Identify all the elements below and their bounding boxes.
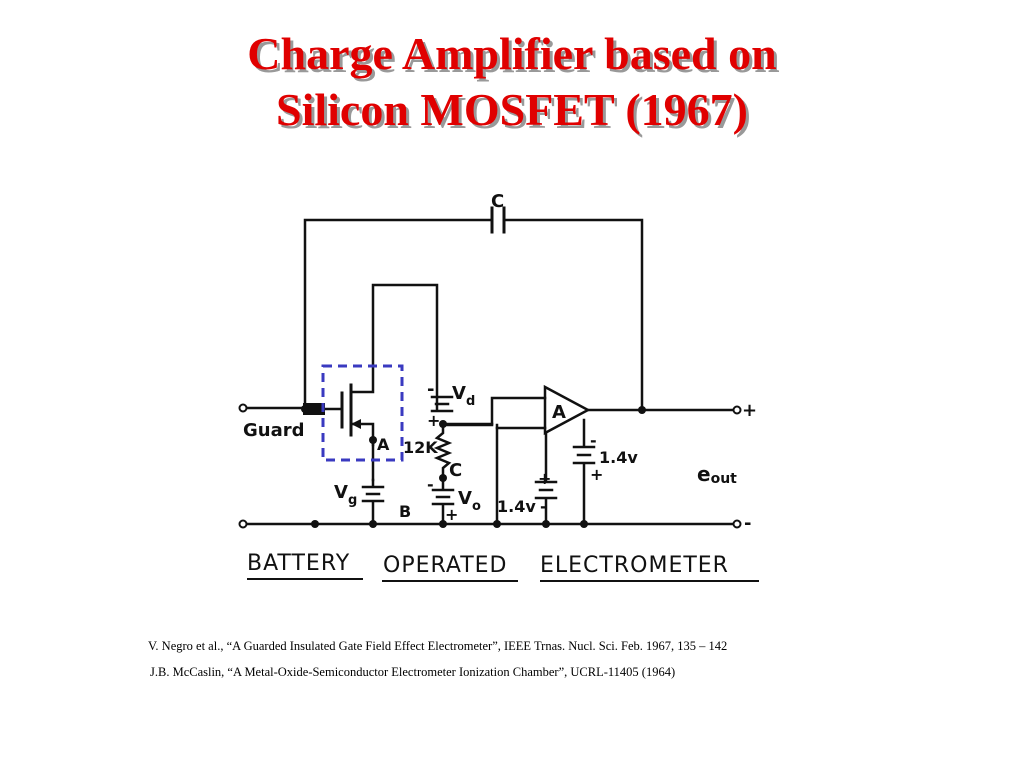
terminal-out-plus bbox=[732, 405, 742, 415]
feedback-wire-right bbox=[502, 218, 644, 412]
label-batt-mid-value: 1.4v bbox=[497, 497, 536, 516]
junction-dot bbox=[493, 520, 501, 528]
gate-block bbox=[303, 403, 325, 415]
junction-dot bbox=[439, 420, 447, 428]
title-line-2: Silicon MOSFET (1967) bbox=[276, 84, 748, 135]
label-node-b: B bbox=[399, 502, 411, 521]
caption-operated: OPERATED bbox=[383, 553, 508, 578]
label-batt-mid-plus: + bbox=[538, 469, 551, 488]
junction-dot bbox=[542, 520, 550, 528]
caption-battery: BATTERY bbox=[247, 551, 350, 576]
terminal-input-ground bbox=[238, 519, 248, 529]
label-node-c: C bbox=[449, 460, 462, 481]
label-batt-right-minus: - bbox=[590, 431, 597, 450]
caption-electrometer: ELECTROMETER bbox=[540, 553, 729, 578]
guard-box bbox=[321, 364, 404, 462]
terminal-out-minus bbox=[732, 519, 742, 529]
junction-dot bbox=[439, 520, 447, 528]
label-batt-right-value: 1.4v bbox=[599, 448, 638, 467]
label-resistor: 12K bbox=[403, 438, 438, 457]
junction-dot bbox=[638, 406, 646, 414]
label-vo-minus: - bbox=[427, 475, 434, 494]
feedback-wire-left bbox=[303, 218, 494, 412]
label-amp: A bbox=[552, 402, 566, 423]
label-out-minus: - bbox=[744, 513, 751, 534]
vd-battery-plates bbox=[430, 395, 454, 413]
vg-battery bbox=[361, 478, 385, 527]
resistor-zigzag bbox=[433, 423, 453, 480]
label-guard: Guard bbox=[243, 420, 305, 441]
label-eout: eout bbox=[697, 462, 737, 487]
slide-title: Charge Amplifier based on Silicon MOSFET… bbox=[0, 26, 1024, 138]
mosfet-drain bbox=[349, 283, 439, 412]
label-out-plus: + bbox=[742, 400, 757, 421]
label-vo: Vo bbox=[458, 488, 481, 514]
junction-dot bbox=[311, 520, 319, 528]
junction-dot bbox=[369, 436, 377, 444]
opamp-in-bottom bbox=[495, 423, 547, 430]
opamp-triangle bbox=[543, 384, 591, 436]
label-node-a: A bbox=[377, 435, 390, 454]
label-batt-mid-minus: - bbox=[540, 497, 547, 516]
label-vd: Vd bbox=[452, 383, 475, 409]
batt-mid bbox=[534, 431, 558, 527]
reference-2: J.B. McCaslin, “A Metal-Oxide-Semiconduc… bbox=[150, 665, 676, 679]
label-batt-right-plus: + bbox=[590, 465, 603, 484]
opamp-in-top bbox=[441, 396, 547, 427]
circuit-diagram: C Guard A - + Vd 12K C - Vo + Vg B A - 1… bbox=[238, 191, 759, 582]
terminal-input bbox=[238, 403, 248, 413]
junction-dot bbox=[580, 520, 588, 528]
label-vo-plus: + bbox=[445, 505, 458, 524]
vo-battery bbox=[431, 476, 455, 527]
label-capacitor: C bbox=[491, 191, 504, 212]
junction-dot bbox=[301, 405, 309, 413]
junction-dot bbox=[439, 474, 447, 482]
label-vd-plus: + bbox=[427, 411, 440, 430]
title-line-1: Charge Amplifier based on bbox=[247, 28, 777, 79]
label-vg: Vg bbox=[334, 482, 357, 508]
batt-right bbox=[572, 418, 596, 527]
mosfet-arrow bbox=[351, 419, 361, 429]
label-vd-minus: - bbox=[427, 379, 434, 400]
reference-1: V. Negro et al., “A Guarded Insulated Ga… bbox=[148, 639, 728, 653]
junction-dot bbox=[369, 520, 377, 528]
